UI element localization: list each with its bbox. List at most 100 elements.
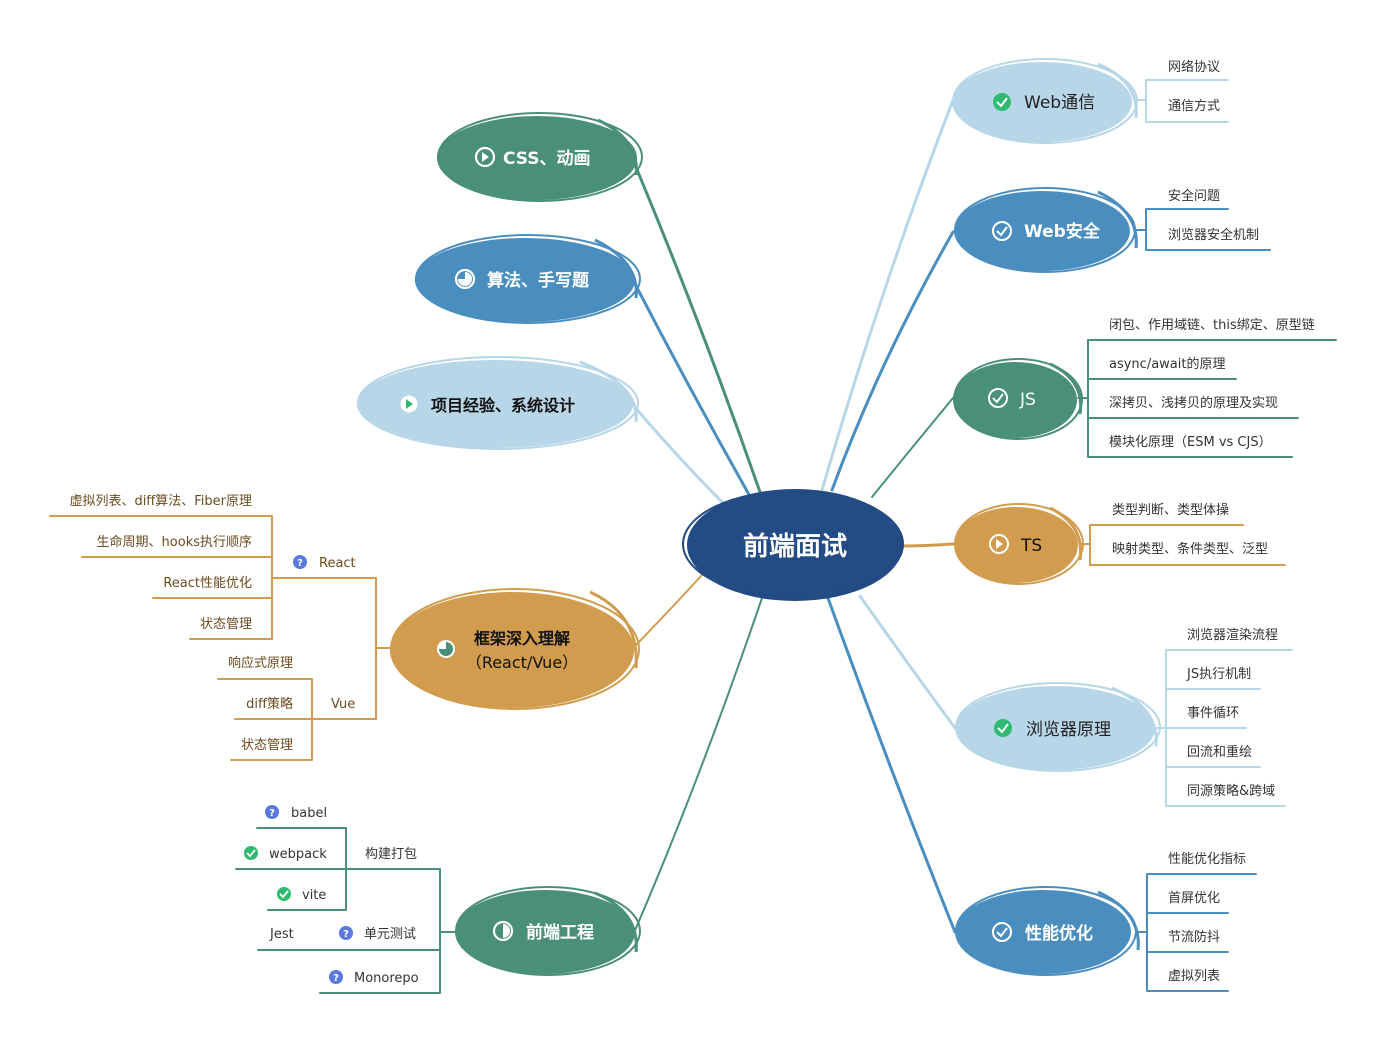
check-circle-icon: [992, 922, 1012, 942]
bracket-js: [1077, 339, 1337, 458]
bracket-framework: [285, 577, 393, 720]
check-circle-icon: [277, 887, 291, 901]
react-label: React: [319, 556, 356, 571]
connector-ts: [898, 542, 955, 548]
leaf-browser-1[interactable]: JS执行机制: [1186, 667, 1251, 682]
connector-perf: [826, 596, 957, 934]
topic-project[interactable]: 项目经验、系统设计: [357, 356, 639, 450]
bracket-ts: [1079, 524, 1286, 566]
leaf-vue-1[interactable]: diff策略: [246, 696, 293, 712]
check-circle-icon: [993, 93, 1011, 111]
bracket-react: [49, 515, 287, 640]
leaf-ts-0[interactable]: 类型判断、类型体操: [1112, 502, 1229, 518]
bracket-webcomm: [1133, 79, 1229, 123]
check-circle-icon: [992, 221, 1012, 241]
topic-webcomm[interactable]: Web通信: [952, 58, 1138, 144]
play-circle-icon: [474, 146, 496, 168]
connector-project: [631, 403, 727, 507]
leaf-browser-4[interactable]: 同源策略&跨域: [1187, 783, 1275, 799]
check-circle-icon: [244, 846, 258, 860]
leaf-js-3[interactable]: 模块化原理（ESM vs CJS）: [1109, 435, 1272, 450]
leaf-react-0[interactable]: 虚拟列表、diff算法、Fiber原理: [69, 494, 252, 509]
topic-css-label: CSS、动画: [503, 149, 591, 169]
leaf-ts-1[interactable]: 映射类型、条件类型、泛型: [1112, 541, 1268, 557]
unit-test-branch[interactable]: ? 单元测试: [339, 926, 416, 942]
leaf-react-3[interactable]: 状态管理: [200, 617, 252, 632]
leaf-webcomm-0[interactable]: 网络协议: [1168, 59, 1220, 75]
topic-framework[interactable]: 框架深入理解 （React/Vue）: [390, 588, 640, 710]
leaf-jest[interactable]: Jest: [269, 927, 294, 942]
leaf-build-1[interactable]: webpack: [244, 846, 327, 862]
topic-websec[interactable]: Web安全: [954, 187, 1138, 273]
leaf-react-2[interactable]: React性能优化: [163, 576, 252, 591]
topic-browser[interactable]: 浏览器原理: [955, 682, 1161, 772]
leaf-vue-2[interactable]: 状态管理: [241, 738, 293, 753]
pie-progress-icon: [437, 640, 455, 658]
leaf-perf-1[interactable]: 首屏优化: [1168, 891, 1220, 906]
build-label[interactable]: 构建打包: [365, 847, 417, 862]
leaf-perf-3[interactable]: 虚拟列表: [1168, 969, 1220, 984]
react-branch[interactable]: ? React: [293, 555, 356, 571]
topic-ts[interactable]: TS: [954, 503, 1084, 585]
connector-engineering: [632, 597, 763, 936]
question-circle-icon: ?: [293, 555, 307, 569]
unit-test-label: 单元测试: [364, 927, 416, 942]
svg-text:?: ?: [269, 808, 275, 819]
connector-websec: [830, 230, 955, 492]
connector-framework: [635, 574, 703, 646]
topic-framework-line2: （React/Vue）: [466, 653, 578, 672]
connector-webcomm: [820, 98, 955, 492]
svg-text:?: ?: [333, 973, 339, 984]
topic-css[interactable]: CSS、动画: [437, 112, 643, 202]
connector-css: [631, 158, 762, 494]
leaf-browser-3[interactable]: 回流和重绘: [1187, 744, 1252, 760]
monorepo-branch[interactable]: ? Monorepo: [329, 970, 419, 986]
topic-js-label: JS: [1019, 390, 1036, 410]
leaf-perf-0[interactable]: 性能优化指标: [1168, 852, 1246, 867]
leaf-browser-0[interactable]: 浏览器渲染流程: [1187, 627, 1278, 643]
leaf-build-2[interactable]: vite: [277, 887, 326, 903]
leaf-webcomm-1[interactable]: 通信方式: [1168, 98, 1220, 114]
bracket-vue: [217, 678, 317, 761]
leaf-react-1[interactable]: 生命周期、hooks执行顺序: [97, 534, 252, 550]
topic-algo-label: 算法、手写题: [486, 270, 590, 291]
check-circle-icon: [994, 719, 1012, 737]
svg-text:?: ?: [297, 558, 303, 569]
leaf-websec-0[interactable]: 安全问题: [1168, 188, 1220, 204]
topic-websec-label: Web安全: [1024, 221, 1101, 242]
root-label: 前端面试: [743, 531, 847, 562]
question-circle-icon: ?: [339, 926, 353, 940]
question-circle-icon: ?: [329, 970, 343, 984]
topic-algo[interactable]: 算法、手写题: [415, 234, 641, 324]
play-circle-icon: [989, 534, 1009, 554]
connector-js: [871, 397, 954, 498]
leaf-build-1-label: webpack: [269, 847, 327, 862]
main-connectors: [631, 98, 957, 936]
topic-engineering-label: 前端工程: [526, 922, 594, 943]
topic-browser-label: 浏览器原理: [1026, 720, 1111, 740]
bracket-build: [235, 827, 359, 911]
leaf-js-0[interactable]: 闭包、作用域链、this绑定、原型链: [1109, 318, 1315, 333]
leaf-js-1[interactable]: async/await的原理: [1109, 356, 1225, 372]
bracket-websec: [1133, 208, 1271, 251]
right-leaves: 网络协议 通信方式 安全问题 浏览器安全机制 闭包、作用域链、this绑定、原型…: [1109, 59, 1315, 984]
topic-perf[interactable]: 性能优化: [955, 886, 1140, 976]
topic-engineering[interactable]: 前端工程: [455, 886, 641, 976]
connector-algo: [631, 278, 754, 502]
leaf-build-0[interactable]: ? babel: [265, 805, 327, 821]
pie-progress-icon: [454, 268, 476, 290]
leaf-build-0-label: babel: [291, 806, 327, 821]
leaf-js-2[interactable]: 深拷贝、浅拷贝的原理及实现: [1109, 395, 1278, 411]
leaf-vue-0[interactable]: 响应式原理: [228, 655, 293, 671]
leaf-websec-1[interactable]: 浏览器安全机制: [1168, 227, 1259, 243]
leaf-perf-2[interactable]: 节流防抖: [1168, 929, 1220, 945]
topic-js[interactable]: JS: [953, 358, 1083, 440]
leaf-build-2-label: vite: [302, 888, 326, 903]
topic-framework-line1: 框架深入理解: [474, 629, 570, 648]
svg-text:?: ?: [343, 929, 349, 940]
root-node[interactable]: 前端面试: [682, 489, 904, 601]
leaf-browser-2[interactable]: 事件循环: [1187, 706, 1239, 721]
topic-project-label: 项目经验、系统设计: [431, 396, 575, 415]
vue-label[interactable]: Vue: [331, 697, 355, 712]
